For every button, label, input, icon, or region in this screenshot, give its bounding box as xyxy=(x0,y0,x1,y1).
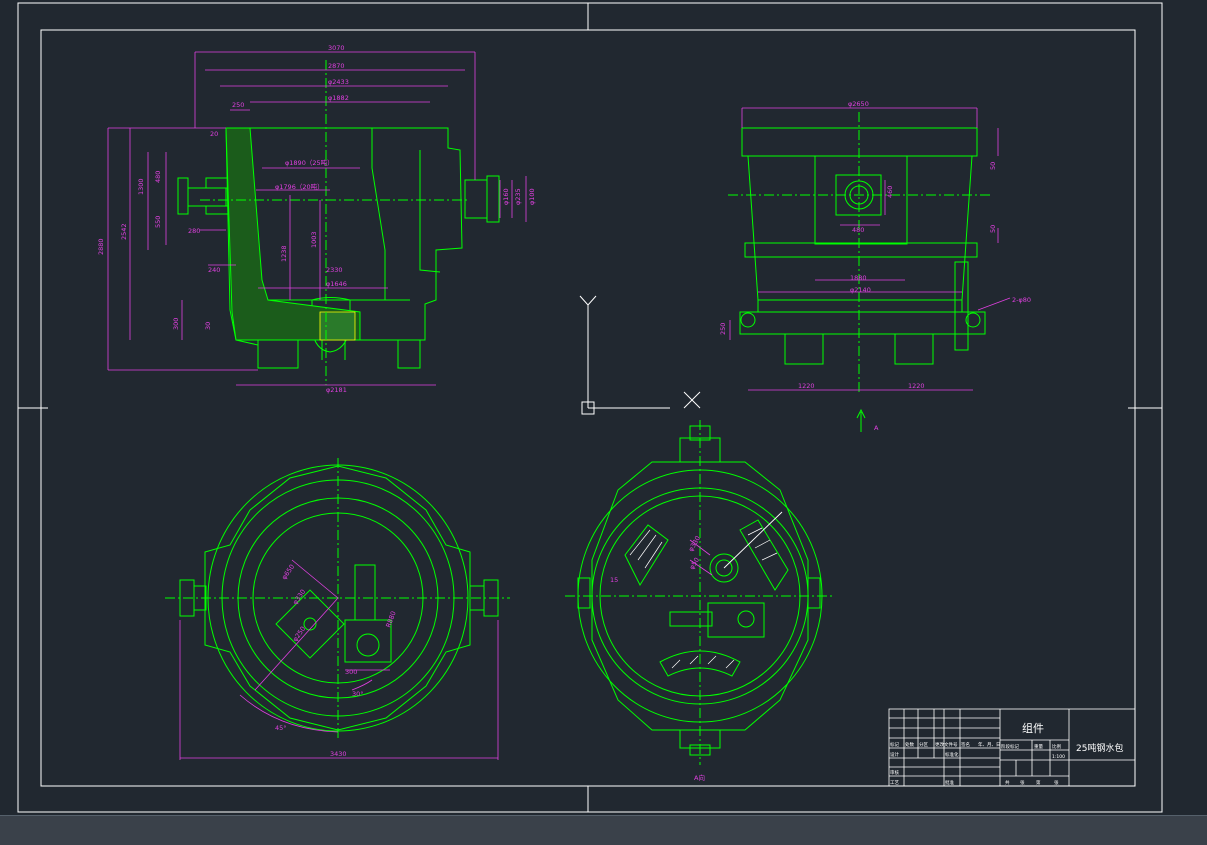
ucs-icon xyxy=(579,295,701,415)
bottom-view-a: φ330 φ50 15 A向 xyxy=(565,420,835,782)
svg-text:φ2650: φ2650 xyxy=(848,100,869,108)
svg-text:φ160: φ160 xyxy=(502,188,510,205)
svg-text:φ330: φ330 xyxy=(291,588,307,606)
svg-text:250: 250 xyxy=(232,101,244,109)
side-elevation-view: φ2650 50 460 480 50 1880 φ2140 2-φ80 250… xyxy=(719,100,1031,432)
svg-text:φ1882: φ1882 xyxy=(328,94,349,102)
svg-text:1:100: 1:100 xyxy=(1052,754,1065,760)
svg-text:50: 50 xyxy=(989,162,997,170)
svg-text:第: 第 xyxy=(1036,779,1041,786)
svg-text:30°: 30° xyxy=(352,690,364,698)
svg-text:30: 30 xyxy=(204,322,212,330)
svg-text:φ1646: φ1646 xyxy=(326,280,347,288)
svg-text:3070: 3070 xyxy=(328,44,345,52)
svg-text:重量: 重量 xyxy=(1034,743,1043,750)
svg-text:标准化: 标准化 xyxy=(945,751,959,758)
svg-text:共: 共 xyxy=(1005,779,1010,786)
svg-text:签名: 签名 xyxy=(961,741,970,748)
svg-text:审核: 审核 xyxy=(890,769,899,776)
svg-text:1880: 1880 xyxy=(850,274,867,282)
svg-text:φ650: φ650 xyxy=(280,563,296,581)
svg-text:φ2140: φ2140 xyxy=(850,286,871,294)
svg-text:2542: 2542 xyxy=(120,223,128,240)
svg-text:φ1890（25吨）: φ1890（25吨） xyxy=(285,158,334,167)
svg-text:280: 280 xyxy=(188,227,200,235)
svg-text:2880: 2880 xyxy=(97,238,105,255)
svg-text:组件: 组件 xyxy=(1022,721,1044,735)
nozzle-brick xyxy=(319,311,356,341)
svg-text:480: 480 xyxy=(154,171,162,183)
svg-text:240: 240 xyxy=(208,266,220,274)
svg-text:1220: 1220 xyxy=(908,382,925,390)
svg-text:480: 480 xyxy=(852,226,864,234)
svg-text:A向: A向 xyxy=(694,773,705,782)
svg-text:1220: 1220 xyxy=(798,382,815,390)
svg-text:50: 50 xyxy=(989,225,997,233)
bottom-hatch xyxy=(629,527,778,669)
svg-text:φ235: φ235 xyxy=(514,188,522,205)
svg-text:φ50: φ50 xyxy=(688,556,701,571)
top-plan-view: 3430 φ650 φ330 φ250 R880 300 30° 45° xyxy=(165,458,510,760)
svg-text:300: 300 xyxy=(172,318,180,330)
svg-text:1300: 1300 xyxy=(137,178,145,195)
svg-text:25吨钢水包: 25吨钢水包 xyxy=(1076,742,1123,754)
svg-text:45°: 45° xyxy=(275,724,287,732)
svg-text:1238: 1238 xyxy=(280,245,288,262)
svg-text:2-φ80: 2-φ80 xyxy=(1012,296,1031,304)
svg-text:2330: 2330 xyxy=(326,266,343,274)
svg-text:2870: 2870 xyxy=(328,62,345,70)
svg-text:分区: 分区 xyxy=(919,741,928,748)
svg-text:标记: 标记 xyxy=(890,741,899,748)
svg-text:张: 张 xyxy=(1020,779,1025,786)
svg-text:比例: 比例 xyxy=(1052,743,1061,750)
svg-text:1003: 1003 xyxy=(310,231,318,248)
title-block: 组件 25吨钢水包 标记 处数 分区 更改文件号 签名 年、月、日 设计 标准化… xyxy=(888,708,1136,787)
front-section-view: 3070 2870 φ2433 250 φ1882 20 φ1890（25吨） … xyxy=(97,44,536,394)
svg-text:阶段标记: 阶段标记 xyxy=(1001,743,1019,750)
svg-text:A: A xyxy=(874,424,879,432)
svg-text:550: 550 xyxy=(154,216,162,228)
svg-text:年、月、日: 年、月、日 xyxy=(978,741,1001,748)
svg-text:φ2181: φ2181 xyxy=(326,386,347,394)
svg-text:φ2433: φ2433 xyxy=(328,78,349,86)
refractory-lining xyxy=(225,127,361,341)
svg-text:300: 300 xyxy=(345,668,357,676)
svg-text:设计: 设计 xyxy=(890,751,899,758)
svg-text:批准: 批准 xyxy=(945,779,954,786)
svg-text:15: 15 xyxy=(610,576,618,584)
sheet-frame xyxy=(17,2,1163,813)
svg-text:460: 460 xyxy=(886,186,894,198)
svg-text:φ100: φ100 xyxy=(528,188,536,205)
svg-text:φ1796（20吨）: φ1796（20吨） xyxy=(275,182,324,191)
svg-text:工艺: 工艺 xyxy=(890,780,899,786)
status-bar xyxy=(0,815,1207,845)
svg-text:3430: 3430 xyxy=(330,750,347,758)
svg-text:更改文件号: 更改文件号 xyxy=(935,741,958,748)
svg-text:张: 张 xyxy=(1054,779,1059,786)
svg-text:R880: R880 xyxy=(384,610,397,629)
svg-text:20: 20 xyxy=(210,130,218,138)
svg-text:处数: 处数 xyxy=(905,741,914,748)
svg-text:250: 250 xyxy=(719,323,727,335)
